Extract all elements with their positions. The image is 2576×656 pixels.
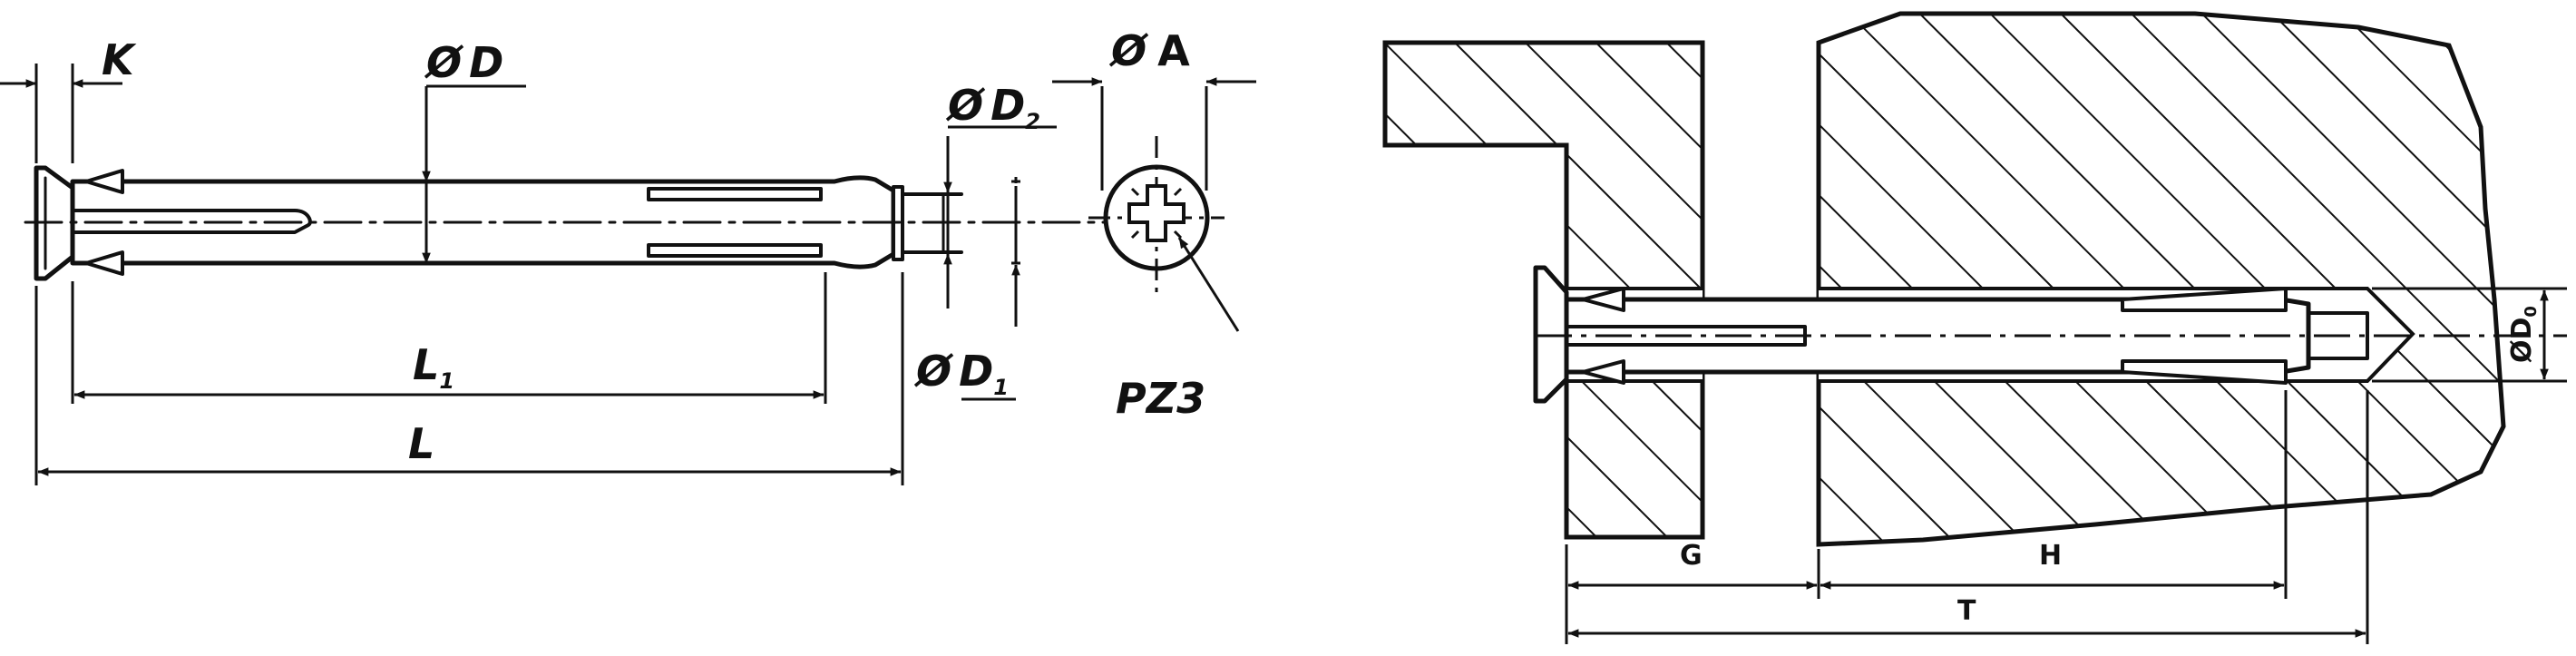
expansion-slot-top: [647, 187, 823, 201]
label-h: H: [2039, 540, 2062, 572]
svg-text:ØD1: ØD1: [913, 347, 1009, 400]
pozidriv-recess-icon: [1127, 184, 1186, 242]
label-l: L: [408, 419, 434, 468]
label-l1-sub: 1: [439, 368, 454, 394]
installation-section-view: [1382, 11, 2567, 547]
label-d1-symbol: Ø: [913, 347, 954, 396]
wall-section: [1816, 11, 2506, 547]
label-d0-sub: 0: [2522, 306, 2541, 318]
label-d2-symbol: Ø: [945, 81, 986, 130]
expansion-slot-bottom: [647, 243, 823, 258]
svg-text:ØD0: ØD0: [2506, 306, 2541, 363]
label-d2: D: [990, 81, 1025, 130]
right-labels: G H T ØD0: [1680, 306, 2541, 627]
svg-text:ØD: ØD: [424, 38, 503, 87]
label-d1: D: [959, 347, 993, 396]
label-l1: L: [413, 340, 439, 389]
label-d: D: [469, 38, 503, 87]
label-a-symbol: Ø: [1108, 26, 1149, 75]
label-g: G: [1680, 540, 1703, 572]
label-d-symbol: Ø: [424, 38, 464, 87]
frame-fixing-side-view: [24, 165, 1117, 281]
svg-text:ØA: ØA: [1108, 26, 1190, 75]
label-a: A: [1157, 26, 1190, 75]
label-t: T: [1957, 595, 1976, 627]
svg-text:ØD2: ØD2: [945, 81, 1040, 134]
label-d0: ØD: [2506, 318, 2538, 363]
label-d1-sub: 1: [993, 375, 1009, 400]
svg-text:L1: L1: [413, 340, 454, 394]
label-drive: PZ3: [1116, 374, 1205, 423]
right-dimensions: [1565, 287, 2567, 644]
head-end-view: [1088, 136, 1240, 332]
label-d2-sub: 2: [1025, 109, 1040, 134]
left-dimensions: [0, 64, 1256, 485]
frame-section: [1382, 40, 1705, 540]
label-k: K: [102, 35, 137, 84]
